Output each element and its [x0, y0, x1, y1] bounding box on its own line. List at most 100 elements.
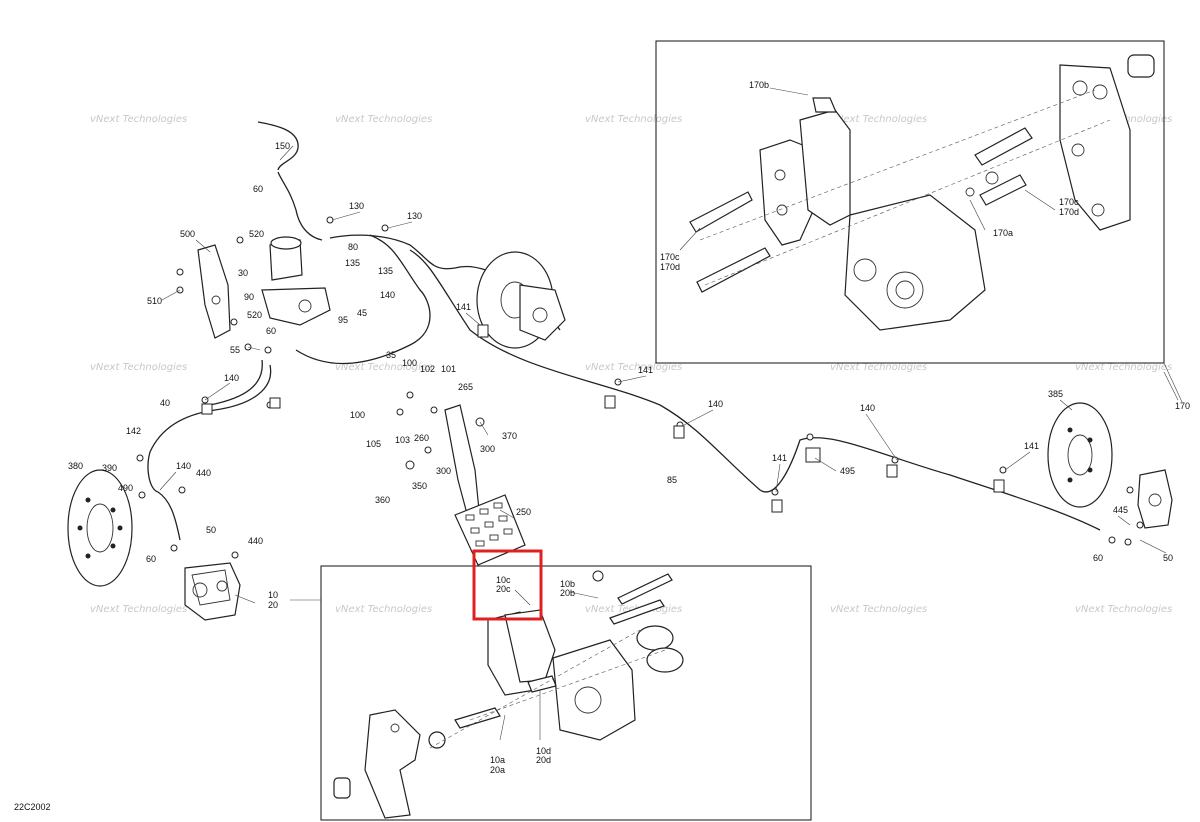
callout-250: 250 — [516, 507, 531, 517]
callout-130: 130 — [349, 201, 364, 211]
rear-caliper-exploded-parts — [689, 54, 1155, 331]
watermark: vNext Technologies — [830, 362, 927, 373]
callout-300: 300 — [436, 466, 451, 476]
front-inset-leaders — [429, 589, 666, 749]
bracket-500 — [197, 244, 231, 339]
rear-caliper-inset-frame — [655, 40, 1165, 364]
callout-150: 150 — [275, 141, 290, 151]
watermark: vNext Technologies — [830, 114, 927, 125]
watermark: vNext Technologies — [1075, 362, 1172, 373]
callout-102: 102 — [420, 364, 435, 374]
callout-520: 520 — [249, 229, 264, 239]
callout-leaders — [159, 145, 1179, 604]
brake-pedal — [444, 404, 526, 566]
callout-370: 370 — [502, 431, 517, 441]
callout-390: 390 — [102, 463, 117, 473]
callout-30: 30 — [238, 268, 248, 278]
callout-20b: 20b — [560, 588, 575, 598]
callout-140: 140 — [176, 461, 191, 471]
watermark: vNext Technologies — [335, 362, 432, 373]
callout-380: 380 — [68, 461, 83, 471]
callout-170d: 170d — [660, 262, 680, 272]
master-cylinder — [261, 236, 331, 326]
callout-500: 500 — [180, 229, 195, 239]
callout-140: 140 — [224, 373, 239, 383]
brake-lines — [147, 121, 1101, 541]
callout-60: 60 — [1093, 553, 1103, 563]
callout-360: 360 — [375, 495, 390, 505]
callout-20a: 20a — [490, 765, 505, 775]
callout-55: 55 — [230, 345, 240, 355]
callout-60: 60 — [266, 326, 276, 336]
callout-260: 260 — [414, 433, 429, 443]
watermark: vNext Technologies — [90, 114, 187, 125]
callout-170b: 170b — [749, 80, 769, 90]
callout-130: 130 — [407, 211, 422, 221]
callout-40: 40 — [160, 398, 170, 408]
callout-labels: 150 60 130 130 80 135 135 500 520 30 510… — [68, 80, 1190, 775]
inset-pointer — [1163, 362, 1183, 403]
rear-right-disc — [1047, 402, 1113, 508]
callout-95: 95 — [338, 315, 348, 325]
callout-350: 350 — [412, 481, 427, 491]
watermark: vNext Technologies — [335, 604, 432, 615]
callout-20: 20 — [268, 600, 278, 610]
callout-510: 510 — [147, 296, 162, 306]
watermark: vNext Technologies — [90, 604, 187, 615]
callout-141: 141 — [1024, 441, 1039, 451]
callout-90: 90 — [244, 292, 254, 302]
rear-left-disc — [476, 251, 566, 349]
watermark: vNext Technologies — [90, 362, 187, 373]
callout-520: 520 — [247, 310, 262, 320]
callout-265: 265 — [458, 382, 473, 392]
callout-170d: 170d — [1059, 207, 1079, 217]
rear-inset-leaders — [679, 87, 1111, 286]
callout-300: 300 — [480, 444, 495, 454]
callout-440: 440 — [196, 468, 211, 478]
callout-60: 60 — [253, 184, 263, 194]
watermark: vNext Technologies — [830, 604, 927, 615]
callout-45: 45 — [357, 308, 367, 318]
callout-101: 101 — [441, 364, 456, 374]
callout-20c: 20c — [496, 584, 511, 594]
callout-385: 385 — [1048, 389, 1063, 399]
callout-135: 135 — [345, 258, 360, 268]
callout-10c: 10c — [496, 575, 511, 585]
watermark: vNext Technologies — [585, 362, 682, 373]
callout-35: 35 — [386, 350, 396, 360]
callout-100: 100 — [402, 358, 417, 368]
fasteners — [136, 216, 1144, 582]
callout-141: 141 — [772, 453, 787, 463]
callout-141: 141 — [638, 365, 653, 375]
watermark: vNext Technologies — [335, 114, 432, 125]
front-caliper-exploded-parts — [333, 573, 684, 819]
front-caliper-inset-frame — [320, 565, 812, 821]
callout-80: 80 — [348, 242, 358, 252]
callout-50: 50 — [1163, 553, 1173, 563]
callout-105: 105 — [366, 439, 381, 449]
callout-103: 103 — [395, 435, 410, 445]
rear-right-caliper — [1137, 469, 1173, 529]
watermark: vNext Technologies — [1075, 604, 1172, 615]
callout-50: 50 — [206, 525, 216, 535]
diagram-code: 22C2002 — [14, 802, 51, 812]
line-clips — [201, 324, 1005, 513]
callout-170: 170 — [1175, 401, 1190, 411]
callout-135: 135 — [378, 266, 393, 276]
callout-141: 141 — [456, 302, 471, 312]
callout-170a: 170a — [993, 228, 1013, 238]
callout-10a: 10a — [490, 755, 505, 765]
callout-170c: 170c — [660, 252, 680, 262]
callout-140: 140 — [860, 403, 875, 413]
watermark: vNext Technologies — [585, 114, 682, 125]
highlight-box — [472, 549, 543, 621]
callout-85: 85 — [667, 475, 677, 485]
callout-100: 100 — [350, 410, 365, 420]
callout-20d: 20d — [536, 755, 551, 765]
callout-60: 60 — [146, 554, 156, 564]
callout-140: 140 — [708, 399, 723, 409]
front-left-disc — [67, 469, 133, 587]
front-left-caliper — [184, 562, 241, 621]
callout-170c: 170c — [1059, 197, 1079, 207]
